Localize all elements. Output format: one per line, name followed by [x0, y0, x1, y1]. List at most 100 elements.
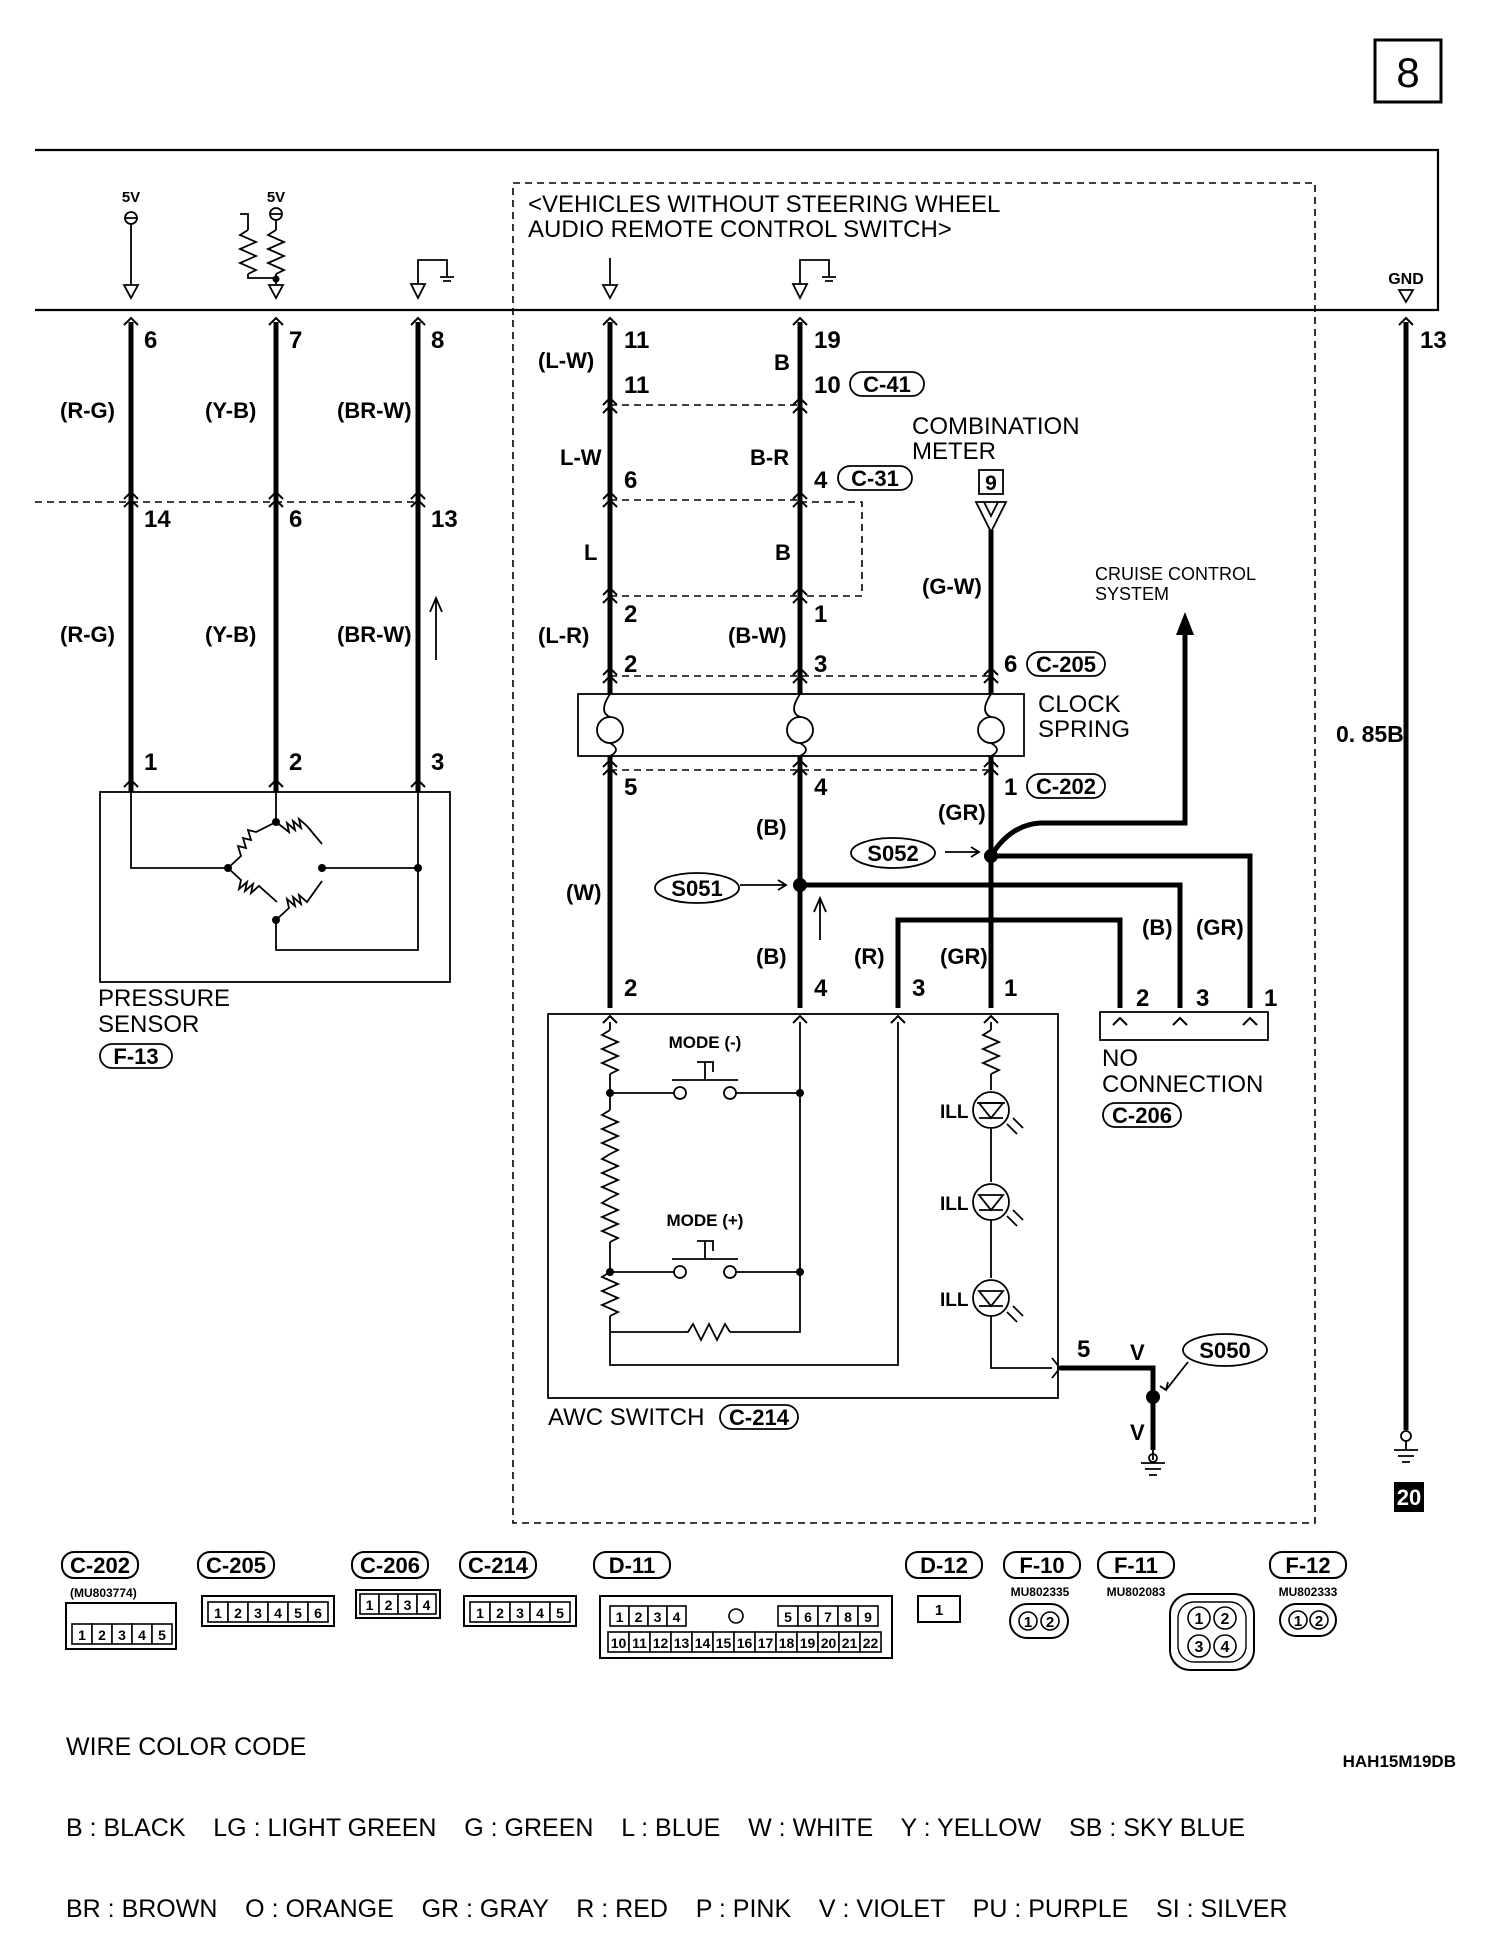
- ill-label-1: ILL: [940, 1102, 969, 1123]
- wire-tag-gr1: (GR): [938, 800, 986, 825]
- f11-pin-4: 4: [1221, 1639, 1230, 1656]
- f11-pin-1: 1: [1195, 1611, 1204, 1628]
- wire-tag-v2: V: [1130, 1420, 1145, 1445]
- harness-wire-left: L: [584, 540, 597, 565]
- awc-pin-5: 5: [1077, 1336, 1090, 1363]
- c206-pin-3: 3: [404, 1597, 412, 1613]
- ecu-pin-8: 8: [431, 327, 444, 354]
- f11-pin-3: 3: [1195, 1639, 1204, 1656]
- awc-pin-1: 1: [1004, 975, 1017, 1002]
- c202-tag: [1026, 773, 1106, 799]
- f11-part: MU802083: [1107, 1585, 1166, 1599]
- svg-text:C-214: C-214: [468, 1553, 529, 1578]
- wire-brw-lower: (BR-W): [337, 622, 412, 647]
- svg-text:C-202: C-202: [70, 1553, 130, 1578]
- svg-text:F-11: F-11: [1114, 1553, 1158, 1578]
- f13-tag-label: F-13: [113, 1044, 158, 1069]
- c206-pin-1: 1: [366, 1597, 374, 1613]
- c206-tag: [1102, 1102, 1182, 1128]
- awc-pin-2: 2: [624, 975, 637, 1002]
- sensor-pin-2: 2: [289, 749, 302, 776]
- legend-title: WIRE COLOR CODE: [66, 1733, 307, 1761]
- sensor-pin-1: 1: [144, 749, 157, 776]
- f10-name-tag: F-10: [1003, 1551, 1081, 1579]
- c31-wire-right: B-R: [750, 445, 789, 470]
- sensor-pin-3: 3: [431, 749, 444, 776]
- d11-bottom-pin-22: 22: [863, 1635, 879, 1651]
- splice-s052-tag: [850, 837, 936, 869]
- svg-text:GND: GND: [1388, 271, 1424, 288]
- d11-bottom-pin-16: 16: [737, 1635, 753, 1651]
- ecu-pin-7: 7: [289, 327, 302, 354]
- harness-pin-left: 2: [624, 601, 637, 628]
- combination-meter-label-1: COMBINATION: [912, 413, 1080, 440]
- f12-name-tag: F-12: [1269, 1551, 1347, 1579]
- f12-part: MU802333: [1279, 1585, 1338, 1599]
- c202-part: (MU803774): [70, 1586, 137, 1600]
- f12-pin-2: 2: [1315, 1613, 1323, 1630]
- wire-tag-gr2: (GR): [940, 944, 988, 969]
- signal-11-arrow: [601, 258, 619, 300]
- mode-plus-label: MODE (+): [667, 1211, 744, 1230]
- c206-tag-label: C-206: [1112, 1103, 1172, 1128]
- junction-pin-6: 6: [289, 506, 302, 533]
- c205-name-tag: C-205: [197, 1551, 275, 1579]
- ground-19: [791, 259, 836, 301]
- f11-pin-2: 2: [1221, 1611, 1230, 1628]
- wire-rg-upper: (R-G): [60, 398, 115, 423]
- harness-wire-right: B: [775, 540, 791, 565]
- ill-label-3: ILL: [940, 1290, 969, 1311]
- c31-pin-right: 4: [814, 467, 828, 494]
- c41-pin-left: 11: [624, 372, 649, 399]
- wire-lr: (L-R): [538, 623, 589, 648]
- wire-rg-lower: (R-G): [60, 622, 115, 647]
- c206-name-tag: C-206: [351, 1551, 429, 1579]
- d11-bottom-pin-12: 12: [653, 1635, 669, 1651]
- splice-s051-tag: [654, 872, 740, 904]
- f11-name-tag: F-11: [1097, 1551, 1175, 1579]
- cruise-label-1: CRUISE CONTROL: [1095, 564, 1256, 584]
- pressure-sensor-label-2: SENSOR: [98, 1011, 199, 1038]
- clock-spring-label-2: SPRING: [1038, 716, 1130, 743]
- cruise-label-2: SYSTEM: [1095, 584, 1169, 604]
- c202-pin-left: 5: [624, 774, 637, 801]
- c214-pin-2: 2: [496, 1605, 504, 1621]
- c205-tag: [1026, 651, 1106, 677]
- c41-tag-label: C-41: [863, 372, 911, 397]
- no-connection-label-1: NO: [1102, 1045, 1138, 1072]
- d11-top-a-pin-1: 1: [616, 1609, 624, 1625]
- junction-pin-13: 13: [431, 506, 458, 533]
- clock-spring: [577, 693, 1025, 757]
- svg-text:D-11: D-11: [609, 1553, 655, 1578]
- c206-no-connection: [1099, 1011, 1269, 1041]
- meter-terminal: [974, 501, 1008, 535]
- splice-s051: S051: [671, 876, 722, 901]
- ecu-pin-11: 11: [624, 327, 649, 354]
- d11-top-b-pin-5: 5: [784, 1609, 792, 1625]
- combination-meter-label-2: METER: [912, 438, 996, 465]
- c205-pin-1: 1: [214, 1605, 222, 1621]
- c31-wire-left: L-W: [560, 445, 602, 470]
- d12-name-tag: D-12: [905, 1551, 983, 1579]
- variant-title-line1: <VEHICLES WITHOUT STEERING WHEEL: [528, 191, 1000, 218]
- ecu-pin-13: 13: [1420, 327, 1447, 354]
- left-wires: [35, 317, 443, 792]
- awc-pin-4: 4: [814, 975, 828, 1002]
- c202-name-tag: C-202: [61, 1551, 139, 1579]
- c205-pin-mid: 3: [814, 651, 827, 678]
- d11-bottom-pin-17: 17: [758, 1635, 774, 1651]
- c206-pin-3: 3: [1196, 985, 1209, 1012]
- c205-tag-label: C-205: [1036, 652, 1096, 677]
- c214-tag: [719, 1404, 799, 1430]
- page-number: 8: [1396, 49, 1419, 96]
- variant-title-line2: AUDIO REMOTE CONTROL SWITCH>: [528, 216, 952, 243]
- wire-color-legend: WIRE COLOR CODE B : BLACK LG : LIGHT GRE…: [66, 1680, 1288, 1950]
- power-5v-mid: 5V: [239, 189, 285, 300]
- wire-brw-upper: (BR-W): [337, 398, 412, 423]
- d11-top-a-pin-3: 3: [654, 1609, 662, 1625]
- svg-text:5V: 5V: [267, 189, 285, 206]
- c202-tag-label: C-202: [1036, 774, 1096, 799]
- d11-bottom-pin-10: 10: [611, 1635, 627, 1651]
- c214-pin-4: 4: [536, 1605, 544, 1621]
- c214-pin-5: 5: [556, 1605, 564, 1621]
